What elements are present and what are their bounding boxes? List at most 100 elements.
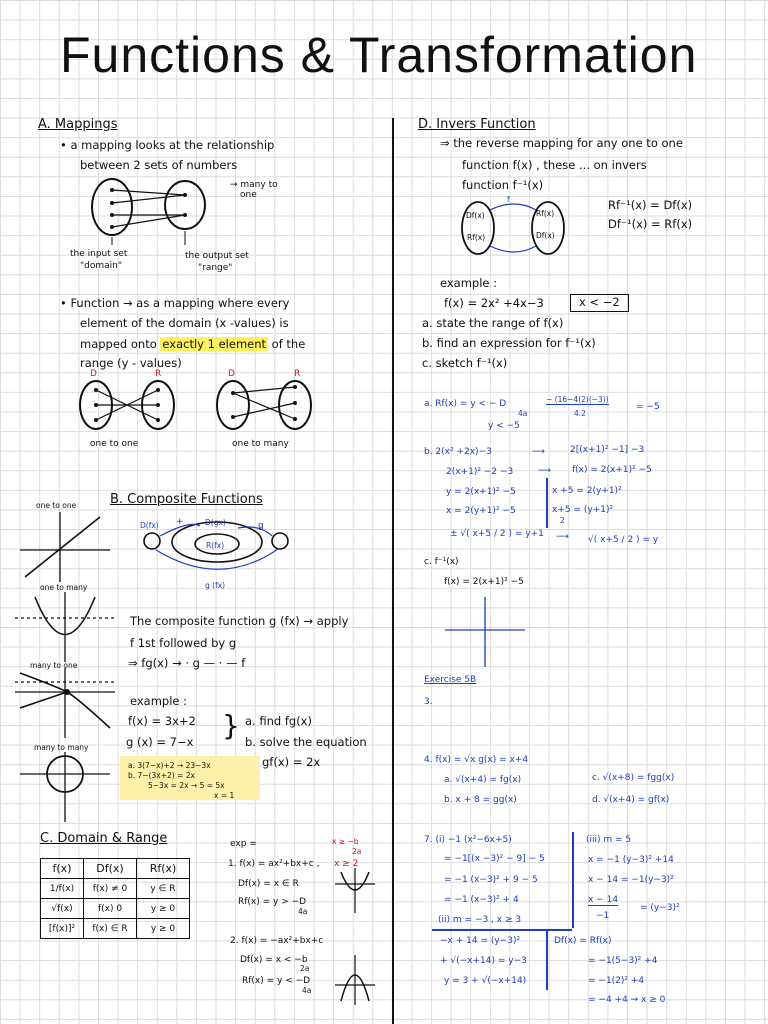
g-arrow-label: g (258, 521, 264, 531)
section-d-heading: D. Invers Function (418, 117, 536, 132)
exercise-7-right3: x − 14 = −1(y−3)² (588, 875, 674, 885)
exercise-7-right7: = −1(2)² +4 (588, 976, 645, 986)
question-d-a: a. state the range of f(x) (422, 316, 564, 330)
composite-line1: The composite function g (fx) → apply (130, 614, 349, 628)
answer-a-frac-top: − (16−4(2)(−3)) (546, 395, 609, 405)
d-label-1: D (90, 369, 97, 379)
output-set-label: the output set (185, 251, 249, 261)
one-to-many-graph (15, 592, 115, 662)
inverse-line3: function f⁻¹(x) (462, 178, 544, 192)
table-cell: f(x) ≠ 0 (83, 878, 137, 899)
rfx-label: R(fx) (206, 541, 225, 550)
input-set-label: the input set (70, 249, 128, 259)
composite-line3: ⇒ fg(x) → · g — · — f (128, 656, 246, 670)
arrow-icon: ⟶ (532, 447, 545, 457)
exp1-range-den: 4a (298, 907, 308, 916)
answer-b-line5: ± √( x+5 / 2 ) = y+1 (450, 529, 544, 539)
inverse-line2: function f(x) , these ... on invers (462, 158, 647, 172)
function-bullet-line1: • Function → as a mapping where every (60, 296, 290, 310)
many-to-one-mapping-diagram (91, 178, 206, 245)
exp1-red: x ≥ 2 (334, 859, 359, 869)
exp2-line: 2. f(x) = −ax²+bx+c (230, 936, 324, 946)
r-label-2: R (294, 369, 301, 379)
function-bullet-line3: mapped onto exactly 1 element of the (80, 337, 306, 351)
exercise-7-right4c: −1 (596, 911, 610, 921)
composite-line2: f 1st followed by g (130, 636, 237, 650)
domain-label: "domain" (80, 261, 122, 271)
inverse-mapping-diagram (461, 201, 565, 255)
exercise-7-right8: = −4 +4 → x ≥ 0 (588, 995, 666, 1005)
range-label: "range" (198, 263, 233, 273)
table-cell: f(x) ∈ R (83, 918, 137, 939)
exp-label: exp = (230, 839, 257, 849)
table-row: [f(x)]² f(x) ∈ R y ≥ 0 (40, 918, 190, 939)
col-rfx: Rf(x) (136, 858, 190, 879)
arrow-icon: ⟶ (538, 466, 551, 476)
exercise-7-vdivider (572, 832, 574, 928)
exercise-4c: c. √(x+8) = fgg(x) (592, 773, 675, 783)
table-cell: y ∈ R (136, 878, 190, 899)
column-divider (392, 118, 394, 1024)
answer-a-den: 4a (518, 409, 528, 418)
col-dfx: Df(x) (83, 858, 137, 879)
exercise-7-line5: (ii) m = −3 , x ≥ 3 (438, 915, 522, 925)
graph1-label: one to one (36, 501, 77, 510)
mapping-bullet-line2: between 2 sets of numbers (80, 158, 238, 172)
exercise-7-line7: + √(−x+14) = y−3 (440, 956, 527, 966)
answer-b-line2: 2(x+1)² −2 −3 (446, 467, 514, 477)
exercise-heading: Exercise 5B (424, 675, 477, 685)
one-to-many-label: one to many (232, 439, 289, 449)
answer-b-line5-right: √( x+5 / 2 ) = y (588, 535, 659, 545)
sticky-line1: a. 3(7−x)+2 → 23−3x (128, 761, 211, 770)
exercise-7-right4b: = (y−3)² (640, 903, 680, 913)
exp1-line: 1. f(x) = ax²+bx+c , (228, 859, 320, 869)
answer-b-line1: b. 2(x² +2x)−3 (424, 447, 492, 457)
example-f: f(x) = 3x+2 (128, 714, 196, 728)
answer-c-line2: f(x) = 2(x+1)² −5 (444, 577, 524, 587)
domain-range-table: f(x) Df(x) Rf(x) 1/f(x) f(x) ≠ 0 y ∈ R √… (40, 858, 190, 939)
table-cell: [f(x)]² (40, 918, 84, 939)
sticky-line3: 5−3x = 2x → 5 = 5x (148, 781, 225, 790)
rf2-label: Rf(x) (536, 209, 555, 218)
answer-b-line3-right: x +5 = 2(y+1)² (552, 486, 622, 496)
function-bullet-line2: element of the domain (x -values) is (80, 316, 289, 330)
exercise-7-line8: y = 3 + √(−x+14) (444, 976, 527, 986)
exercise-7-rule (432, 929, 572, 931)
downward-parabola-sketch (335, 955, 375, 1005)
exercise-7-line4: = −1 (x−3)² + 4 (444, 895, 519, 905)
answer-b-line4-right: x+5 = (y+1)² (552, 505, 614, 515)
one-to-one-label: one to one (90, 439, 139, 449)
arrow-icon: ⟶ (556, 532, 569, 542)
mapping-bullet-line1: • a mapping looks at the relationship (60, 138, 275, 152)
example-b-label: example : (130, 694, 188, 708)
answer-b-line4-den: 2 (560, 516, 565, 525)
exercise-7-line6: −x + 14 = (y−3)² (440, 936, 521, 946)
plus-label: + (176, 517, 184, 527)
exercise-7-right4: x − 14 (588, 895, 619, 906)
answer-a-frac-bot: 4.2 (574, 409, 586, 418)
exp2-domain: Df(x) = x < −b (240, 955, 308, 965)
question-b-equation: gf(x) = 2x (262, 755, 321, 769)
exercise-7-right1: (iii) m = 5 (586, 835, 632, 845)
answer-c-line1: c. f⁻¹(x) (424, 557, 459, 567)
exercise-4a: a. √(x+4) = fg(x) (444, 775, 522, 785)
function-bullet-line4: range (y - values) (80, 356, 182, 370)
question-b: b. solve the equation (245, 735, 367, 749)
sticky-line2: b. 7−(3x+2) = 2x (128, 771, 195, 780)
df-label: Df(x) (466, 211, 485, 220)
graph4-label: many to many (34, 743, 89, 752)
inverse-eq1: Rf⁻¹(x) = Df(x) (608, 198, 693, 212)
rf-label: Rf(x) (467, 233, 486, 242)
section-b-heading: B. Composite Functions (110, 492, 263, 507)
many-to-one-label-line2: one (240, 190, 257, 200)
section-c-heading: C. Domain & Range (40, 831, 168, 846)
of-the-text: of the (271, 337, 306, 351)
question-d-c: c. sketch f⁻¹(x) (422, 356, 508, 370)
example-d-f: f(x) = 2x² +4x−3 (444, 296, 544, 310)
df2-label: Df(x) (536, 231, 555, 240)
exp2-range-den: 4a (302, 986, 312, 995)
condition-box: x < −2 (570, 294, 629, 312)
many-to-one-graph (15, 668, 115, 738)
answer-a-line2: y < −5 (488, 421, 520, 431)
answer-b-divider (546, 478, 548, 528)
